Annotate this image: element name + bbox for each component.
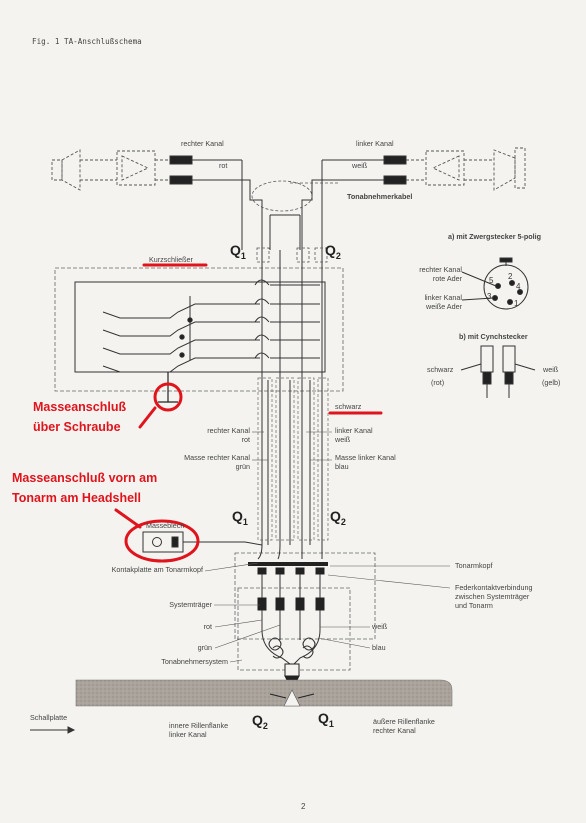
label-masseblech: Masseblech: [146, 521, 185, 530]
label-kurzschliesser: Kurzschließer: [149, 255, 193, 264]
masseblech-plate: [142, 531, 263, 553]
right-plugs: [322, 155, 407, 185]
label-rot-top: rot: [219, 161, 228, 170]
q2-bottom: Q2: [252, 712, 268, 731]
label-masse-linker: Masse linker Kanal: [335, 453, 396, 462]
label-tonabnehmersystem: Tonabnehmersystem: [161, 657, 228, 666]
plug-a-left-line1: linker Kanal: [424, 293, 462, 302]
label-linker-kanal-mid: linker Kanal: [335, 426, 373, 435]
plug-a-left-line2: weiße Ader: [426, 302, 462, 311]
pickup-coils: [268, 637, 316, 659]
label-rot-lower: rot: [203, 622, 212, 631]
label-feder-1: Federkontaktverbindung: [455, 583, 533, 592]
label-gruen-mid: grün: [235, 462, 250, 471]
label-blau-lower: blau: [372, 643, 386, 652]
label-linker-kanal-top: linker Kanal: [356, 139, 394, 148]
label-blau-mid: blau: [335, 462, 349, 471]
label-gruen-lower: grün: [197, 643, 212, 652]
label-masse-rechter: Masse rechter Kanal: [184, 453, 250, 462]
kurzschliesser-contacts: [74, 281, 326, 373]
annotation-masse-schraube-2: über Schraube: [33, 420, 121, 434]
label-rechter-kanal-mid: rechter Kanal: [207, 426, 250, 435]
label-weiss-top: weiß: [352, 161, 368, 170]
q2-middle: Q2: [330, 508, 346, 527]
page-number: 2: [301, 802, 306, 811]
q2-top: Q2: [325, 242, 341, 261]
label-rechter-kanal-top: rechter Kanal: [181, 139, 224, 148]
pin-2: 2: [508, 272, 513, 281]
label-aeussere-1: äußere Rillenflanke: [373, 717, 435, 726]
ground-screw-symbol: [158, 372, 178, 403]
q1-middle: Q1: [232, 508, 248, 527]
right-amplifier-symbol: [425, 150, 465, 186]
schallplatte-record: [75, 679, 453, 707]
pin-5: 5: [489, 276, 494, 285]
plug-b-title: b) mit Cynchstecker: [459, 332, 528, 341]
tonarmkopf-box: [234, 552, 376, 640]
cinch-plugs: [460, 345, 536, 398]
figure-caption: Fig. 1 TA-Anschlußschema: [32, 37, 142, 46]
left-plugs: [169, 155, 242, 185]
q1-top: Q1: [230, 242, 246, 261]
left-amplifier-symbol: [116, 150, 156, 186]
annotation-masse-vorn-2: Tonarm am Headshell: [12, 491, 141, 505]
spring-contacts: [257, 567, 325, 611]
label-aeussere-2: rechter Kanal: [373, 726, 416, 735]
tonabnehmer-cable: [241, 160, 323, 250]
annotation-masse-schraube-1: Masseanschluß: [33, 400, 127, 414]
label-systemtraeger: Systemträger: [169, 600, 212, 609]
label-innere-2: linker Kanal: [169, 730, 207, 739]
plug-a-right-line1: rechter Kanal: [419, 265, 462, 274]
label-schallplatte: Schallplatte: [30, 713, 68, 722]
five-pin-plug: [461, 257, 529, 310]
pin-4: 4: [516, 282, 521, 291]
pin-1: 1: [514, 299, 519, 308]
right-speaker-symbol: [493, 147, 526, 191]
label-innere-1: innere Rillenflanke: [169, 721, 229, 730]
label-kontaktplatte: Kontakplatte am Tonarmkopf: [111, 565, 203, 574]
left-speaker-symbol: [51, 149, 81, 191]
label-tonarmkopf: Tonarmkopf: [455, 561, 493, 570]
plug-b-weiss: weiß: [543, 365, 559, 374]
plug-b-rot: (rot): [431, 378, 445, 387]
red-annotations: [114, 263, 383, 563]
q1-bottom: Q1: [318, 710, 334, 729]
label-weiss-mid: weiß: [335, 435, 351, 444]
plug-b-gelb: (gelb): [542, 378, 561, 387]
pin-3: 3: [487, 292, 492, 301]
vertical-wires: [261, 250, 323, 545]
label-feder-2: zwischen Systemträger: [455, 592, 530, 601]
label-schwarz-mid: schwarz: [335, 402, 362, 411]
systemtraeger-box: [237, 587, 351, 671]
plug-a-title: a) mit Zwergstecker 5-polig: [448, 232, 542, 241]
label-rot-mid: rot: [241, 435, 250, 444]
label-feder-3: und Tonarm: [455, 601, 493, 610]
label-tonabnehmerkabel: Tonabnehmerkabel: [347, 192, 413, 201]
kontaktplatte-bar: [248, 562, 328, 566]
label-weiss-lower: weiß: [372, 622, 388, 631]
plug-a-right-line2: rote Ader: [432, 274, 462, 283]
annotation-masse-vorn-1: Masseanschluß vorn am: [12, 471, 158, 485]
plug-b-schwarz: schwarz: [427, 365, 454, 374]
upper-housing: [54, 267, 344, 392]
